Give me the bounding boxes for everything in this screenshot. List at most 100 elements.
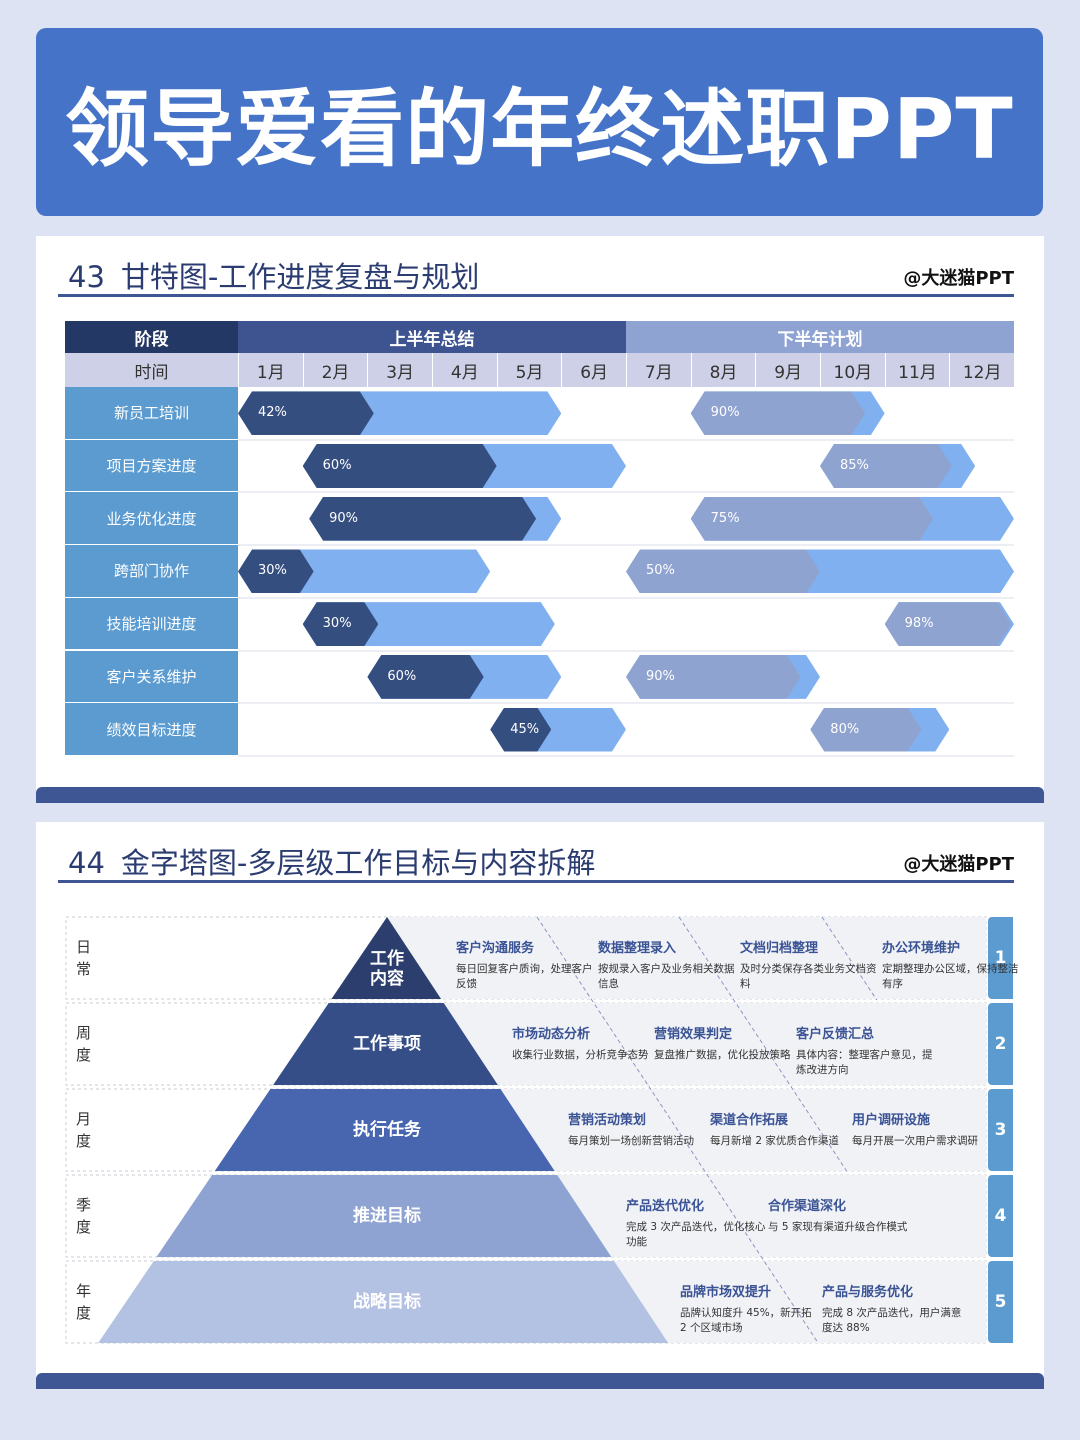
goal-desc: 复盘推广数据，优化投放策略 <box>654 1049 791 1061</box>
goal-title: 办公环境维护 <box>882 941 961 956</box>
goal-desc: 每月新增 2 家优质合作渠道 <box>710 1135 839 1147</box>
goal-item: 品牌市场双提升品牌认知度升 45%，新开拓 2 个区域市场 <box>680 1281 820 1336</box>
month-header: 7月 <box>626 353 691 387</box>
pyramid-level <box>331 917 442 999</box>
goal-item: 产品迭代优化完成 3 次产品迭代，优化核心功能 <box>626 1195 766 1250</box>
progress-label: 60% <box>387 668 417 684</box>
h2-bar: 80% <box>810 708 949 752</box>
progress-label: 98% <box>904 616 934 632</box>
goal-title: 渠道合作拓展 <box>710 1113 789 1128</box>
banner-title: 领导爱看的年终述职PPT <box>65 79 1014 178</box>
h1-bar: 45% <box>490 708 626 752</box>
goal-title: 品牌市场双提升 <box>680 1285 772 1300</box>
progress-label: 90% <box>710 405 740 421</box>
goal-item: 数据整理录入按规录入客户及业务相关数据信息 <box>598 937 738 992</box>
level-number-tab: 5 <box>988 1261 1013 1343</box>
goal-title: 客户反馈汇总 <box>796 1027 875 1042</box>
row-divider <box>238 596 1014 599</box>
progress-fill <box>691 391 866 435</box>
goal-desc: 完成 3 次产品迭代，优化核心功能 <box>626 1221 766 1248</box>
period-label: 季度 <box>76 1196 92 1236</box>
h1-bar: 30% <box>238 549 490 593</box>
month-header: 8月 <box>690 353 756 387</box>
progress-fill <box>238 549 314 593</box>
brand-label: @大迷猫PPT <box>903 268 1014 289</box>
card-footer-bar <box>36 787 1044 803</box>
progress-fill <box>810 708 921 752</box>
month-header: 5月 <box>496 353 562 387</box>
h2-bar: 85% <box>820 444 975 488</box>
row-divider <box>238 754 1014 757</box>
header-h2: 下半年计划 <box>626 321 1014 353</box>
goal-desc: 收集行业数据，分析竞争态势 <box>512 1049 649 1061</box>
row-divider <box>238 491 1014 494</box>
goal-item: 营销效果判定复盘推广数据，优化投放策略 <box>654 1023 794 1063</box>
goal-desc: 及时分类保存各类业务文档资料 <box>740 963 877 990</box>
title-rule <box>58 294 1014 297</box>
progress-label: 45% <box>510 721 540 737</box>
pyramid-level <box>156 1175 612 1257</box>
task-label: 客户关系维护 <box>65 650 238 704</box>
progress-label: 30% <box>258 563 287 579</box>
goal-desc: 定期整理办公区域，保持整洁有序 <box>882 963 1019 990</box>
progress-fill <box>490 708 551 752</box>
goal-desc: 每月策划一场创新营销活动 <box>568 1135 694 1147</box>
h1-bar: 60% <box>303 444 626 488</box>
progress-label: 42% <box>258 405 287 421</box>
title-rule <box>58 880 1014 883</box>
month-header: 2月 <box>302 353 368 387</box>
goal-title: 合作渠道深化 <box>768 1199 847 1214</box>
h2-bar: 75% <box>691 497 1014 541</box>
level-content-bg <box>443 1003 986 1085</box>
level-content-bg <box>614 1261 986 1343</box>
pyramid-level <box>98 1261 669 1343</box>
goal-item: 市场动态分析收集行业数据，分析竞争态势 <box>512 1023 652 1063</box>
month-header: 1月 <box>238 353 303 387</box>
goal-title: 产品与服务优化 <box>822 1285 914 1300</box>
period-label: 日常 <box>76 938 92 978</box>
card-footer-bar <box>36 1373 1044 1389</box>
progress-fill <box>691 497 933 541</box>
goal-desc: 具体内容：整理客户意见，提炼改进方向 <box>796 1049 933 1076</box>
h2-bar: 98% <box>885 602 1014 646</box>
level-number-tab: 1 <box>988 917 1013 999</box>
goal-item: 渠道合作拓展每月新增 2 家优质合作渠道 <box>710 1109 850 1149</box>
progress-fill <box>309 497 536 541</box>
progress-fill <box>885 602 1012 646</box>
progress-fill <box>238 391 374 435</box>
level-name: 工作内容 <box>370 949 404 989</box>
level-name: 战略目标 <box>353 1292 421 1312</box>
row-divider <box>238 649 1014 652</box>
section-title-text: 金字塔图-多层级工作目标与内容拆解 <box>120 846 596 880</box>
progress-fill <box>303 444 497 488</box>
h2-bar: 90% <box>626 655 820 699</box>
period-label: 周度 <box>76 1024 92 1064</box>
h1-bar: 60% <box>367 655 561 699</box>
goal-title: 客户沟通服务 <box>456 941 535 956</box>
task-label: 绩效目标进度 <box>65 703 238 756</box>
section-title-text: 甘特图-工作进度复盘与规划 <box>120 260 480 294</box>
progress-fill <box>626 655 801 699</box>
goal-item: 客户反馈汇总具体内容：整理客户意见，提炼改进方向 <box>796 1023 936 1078</box>
dashed-divider <box>821 916 878 1001</box>
level-name: 推进目标 <box>353 1206 421 1226</box>
goal-item: 文档归档整理及时分类保存各类业务文档资料 <box>740 937 880 992</box>
goal-desc: 每月开展一次用户需求调研 <box>852 1135 978 1147</box>
goal-desc: 每日回复客户质询，处理客户反馈 <box>456 963 593 990</box>
h1-bar: 90% <box>309 497 561 541</box>
level-number-tab: 2 <box>988 1003 1013 1085</box>
row-divider <box>238 702 1014 705</box>
goal-title: 用户调研设施 <box>852 1113 931 1128</box>
period-label: 年度 <box>76 1282 92 1322</box>
progress-fill <box>820 444 952 488</box>
task-label: 项目方案进度 <box>65 439 238 493</box>
task-label: 新员工培训 <box>65 387 238 440</box>
goal-item: 合作渠道深化与 5 家现有渠道升级合作模式 <box>768 1195 908 1235</box>
h1-bar: 42% <box>238 391 561 435</box>
row-divider <box>238 438 1014 441</box>
